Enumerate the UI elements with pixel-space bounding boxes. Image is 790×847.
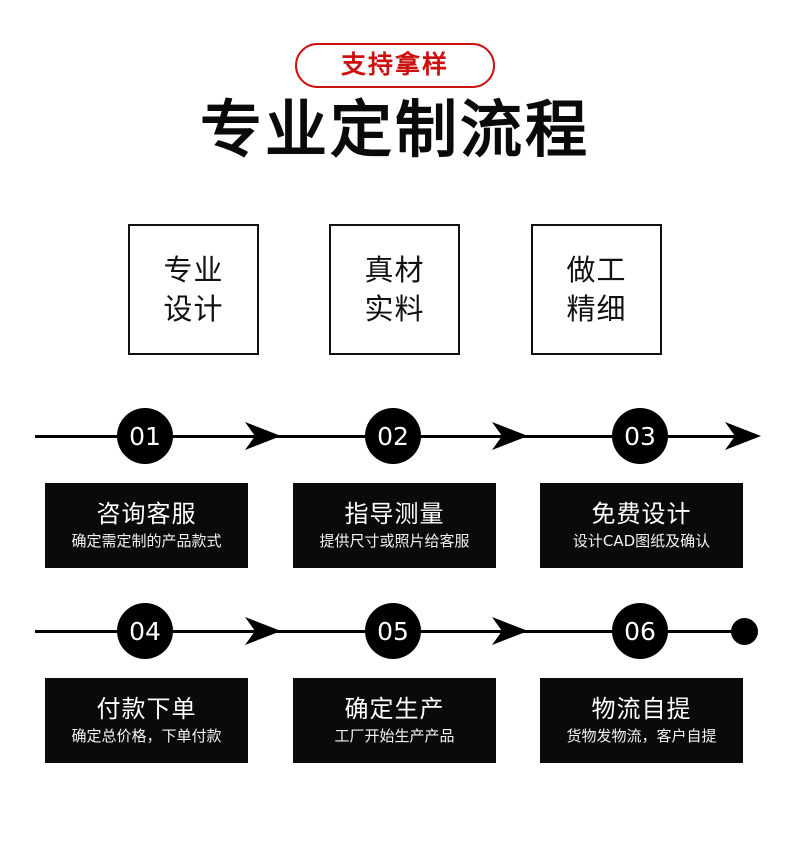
arrow-head-icon [490, 418, 530, 454]
step-number-badge-05: 05 [365, 603, 421, 659]
arrow-head-icon [723, 418, 763, 454]
feature-box-material: 真材 实料 [329, 224, 460, 355]
step-card-subtitle: 货物发物流，客户自提 [566, 727, 717, 746]
feature-line-1: 专业 [163, 252, 224, 287]
end-dot-icon [731, 618, 758, 645]
arrow-head-icon [243, 418, 283, 454]
step-card-subtitle: 设计CAD图纸及确认 [572, 532, 711, 551]
arrow-head-icon [490, 613, 530, 649]
step-number-badge-01: 01 [117, 408, 173, 464]
step-card-title: 指导测量 [344, 500, 445, 529]
feature-box-design: 专业 设计 [128, 224, 259, 355]
step-number-badge-03: 03 [612, 408, 668, 464]
step-number-badge-04: 04 [117, 603, 173, 659]
sample-support-badge: 支持拿样 [294, 43, 495, 88]
step-card-subtitle: 确定需定制的产品款式 [71, 532, 222, 551]
step-card-title: 咨询客服 [96, 500, 197, 529]
feature-line-1: 真材 [364, 252, 425, 287]
flow-row-1: 01 02 03 [0, 408, 790, 464]
flow-row-2: 04 05 06 [0, 603, 790, 659]
step-card-subtitle: 提供尺寸或照片给客服 [319, 532, 470, 551]
step-card-06: 物流自提 货物发物流，客户自提 [540, 678, 743, 763]
step-card-05: 确定生产 工厂开始生产产品 [293, 678, 496, 763]
step-card-subtitle: 确定总价格，下单付款 [71, 727, 222, 746]
step-card-03: 免费设计 设计CAD图纸及确认 [540, 483, 743, 568]
badge-container: 支持拿样 [0, 43, 790, 88]
page-title: 专业定制流程 [199, 93, 590, 166]
step-card-01: 咨询客服 确定需定制的产品款式 [45, 483, 248, 568]
feature-line-2: 精细 [566, 291, 627, 326]
step-number-badge-06: 06 [612, 603, 668, 659]
step-number-badge-02: 02 [365, 408, 421, 464]
feature-line-1: 做工 [566, 252, 627, 287]
step-cards-row-2: 付款下单 确定总价格，下单付款 确定生产 工厂开始生产产品 物流自提 货物发物流… [0, 678, 790, 764]
feature-line-2: 实料 [364, 291, 425, 326]
step-card-title: 免费设计 [591, 500, 692, 529]
step-card-title: 物流自提 [591, 695, 692, 724]
feature-box-craft: 做工 精细 [531, 224, 662, 355]
feature-boxes: 专业 设计 真材 实料 做工 精细 [0, 224, 790, 357]
arrow-head-icon [243, 613, 283, 649]
step-card-title: 确定生产 [344, 695, 445, 724]
step-card-title: 付款下单 [96, 695, 197, 724]
step-cards-row-1: 咨询客服 确定需定制的产品款式 指导测量 提供尺寸或照片给客服 免费设计 设计C… [0, 483, 790, 569]
step-card-04: 付款下单 确定总价格，下单付款 [45, 678, 248, 763]
feature-line-2: 设计 [163, 291, 224, 326]
step-card-02: 指导测量 提供尺寸或照片给客服 [293, 483, 496, 568]
step-card-subtitle: 工厂开始生产产品 [334, 727, 455, 746]
